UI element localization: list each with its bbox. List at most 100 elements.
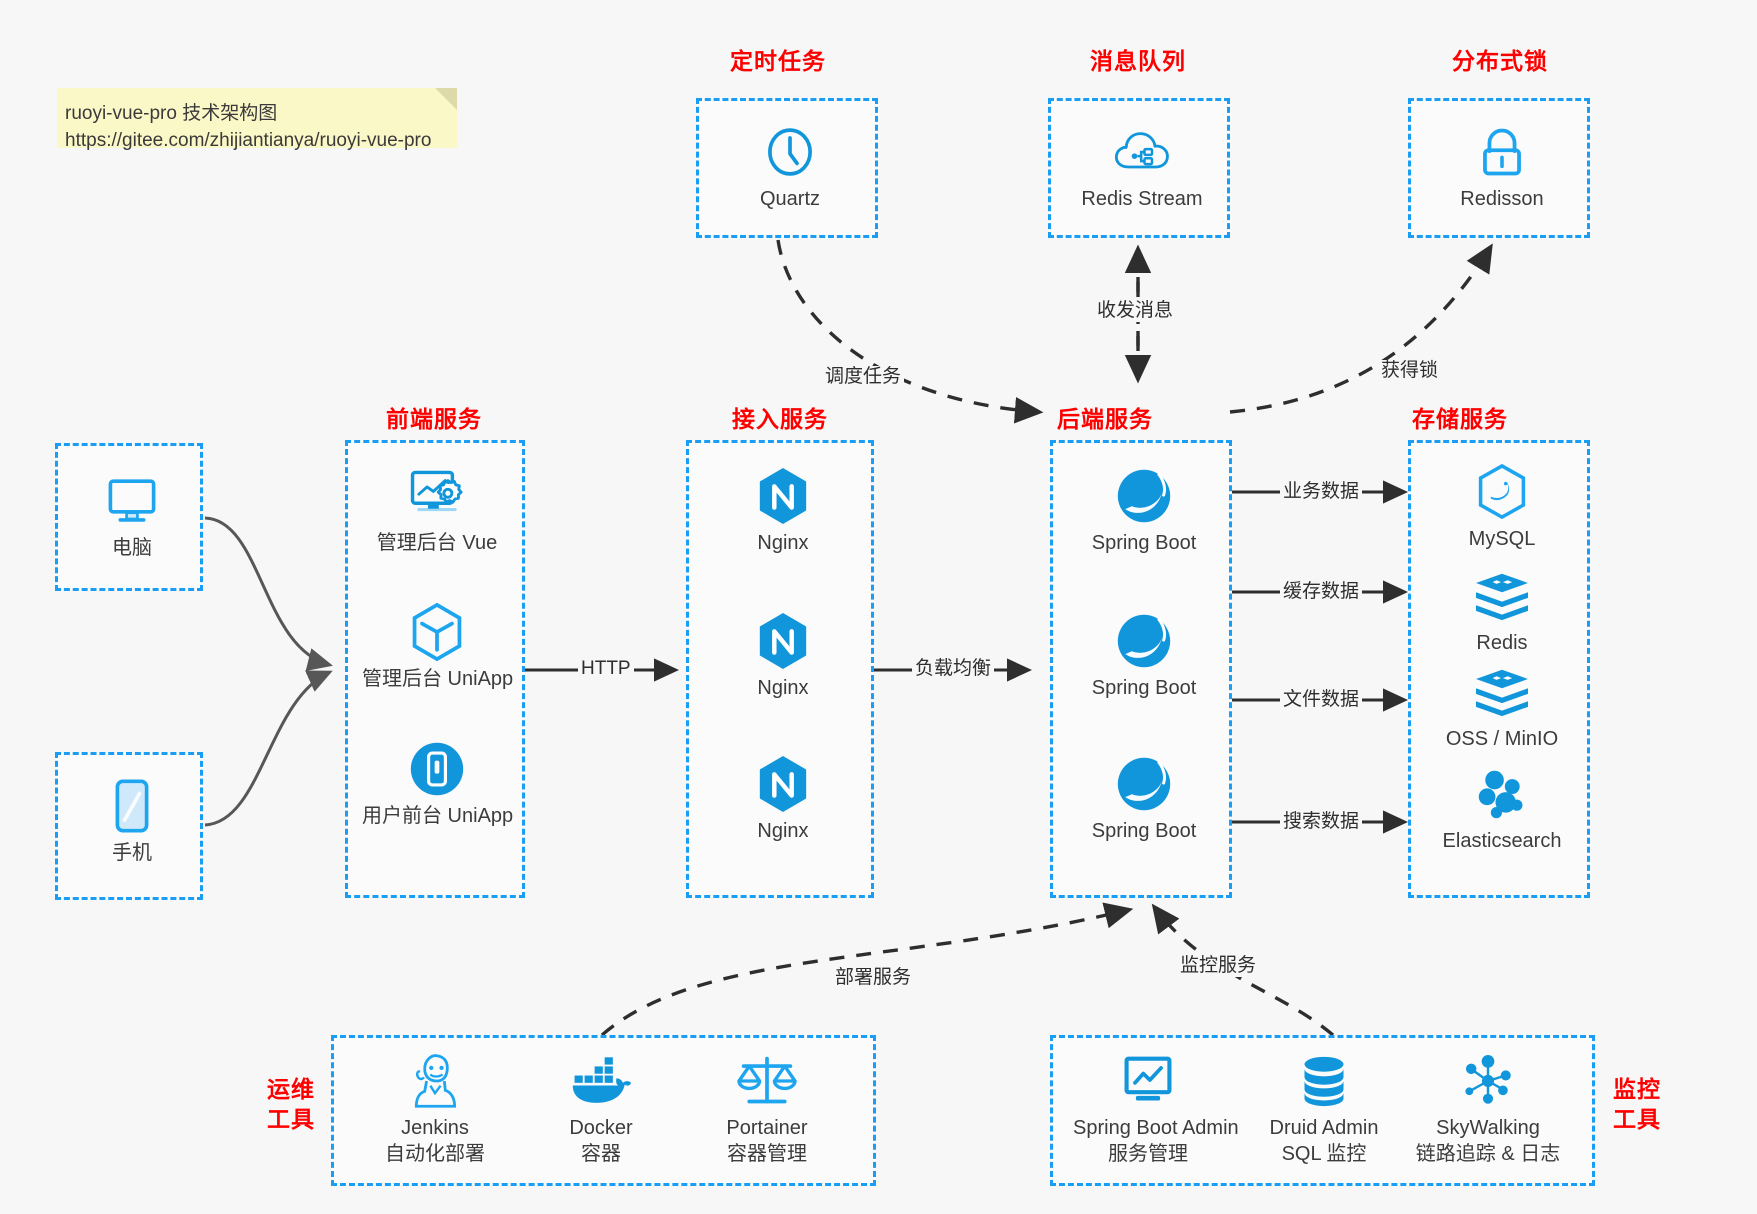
- mobile-icon: [57, 775, 207, 837]
- node-label: Redisson: [1460, 188, 1544, 210]
- edge-label-deploy: 部署服务: [832, 967, 915, 989]
- mysql-icon: [1427, 461, 1577, 523]
- client-box-mobile: 手机: [55, 752, 203, 900]
- nginx-icon: [708, 610, 858, 672]
- group-box-backend: Spring Boot Spring Boot Spring Boot: [1050, 440, 1232, 898]
- nginx-icon: [708, 753, 858, 815]
- cloud-stream-icon: [1067, 121, 1217, 183]
- group-box-scheduler: Quartz: [696, 98, 878, 238]
- node-elasticsearch[interactable]: Elasticsearch: [1427, 763, 1577, 854]
- node-quartz[interactable]: Quartz: [715, 121, 865, 212]
- node-spring-boot-1[interactable]: Spring Boot: [1069, 465, 1219, 556]
- node-label: Docker: [569, 1117, 633, 1139]
- group-title-devops-line1: 运维: [267, 1076, 315, 1102]
- group-title-devops-line2: 工具: [267, 1106, 315, 1132]
- node-portainer[interactable]: Portainer 容器管理: [692, 1050, 842, 1167]
- group-box-devops: Jenkins 自动化部署 Docker 容器: [331, 1035, 876, 1186]
- edge-acquire-lock: [1229, 243, 1493, 414]
- node-druid-admin[interactable]: Druid Admin SQL 监控: [1249, 1050, 1399, 1167]
- node-admin-vue[interactable]: 管理后台 Vue: [362, 465, 512, 556]
- edge-label-monitoring: 监控服务: [1177, 955, 1260, 977]
- node-user-uniapp[interactable]: 用户前台 UniApp: [362, 738, 514, 829]
- edge-label-file-data: 文件数据: [1280, 689, 1363, 711]
- database-icon: [1249, 1050, 1399, 1112]
- node-redisson[interactable]: Redisson: [1427, 121, 1577, 212]
- edge-label-search-data: 搜索数据: [1280, 811, 1363, 833]
- node-label: Druid Admin: [1269, 1117, 1379, 1139]
- group-box-frontend: 管理后台 Vue 管理后台 UniApp 用户前台 UniApp: [345, 440, 525, 898]
- dashboard-gear-icon: [362, 465, 512, 527]
- node-label: MySQL: [1468, 528, 1536, 550]
- node-label: 管理后台 UniApp: [362, 668, 514, 690]
- node-mobile[interactable]: 手机: [57, 775, 207, 866]
- node-spring-boot-admin[interactable]: Spring Boot Admin 服务管理: [1073, 1050, 1239, 1167]
- node-label: 用户前台 UniApp: [362, 805, 514, 827]
- node-sublabel: 容器: [581, 1143, 621, 1165]
- node-oss-minio[interactable]: OSS / MinIO: [1427, 661, 1577, 752]
- cube-icon: [362, 601, 512, 663]
- group-title-backend: 后端服务: [1057, 406, 1153, 432]
- group-title-lock: 分布式锁: [1452, 48, 1548, 74]
- node-admin-uniapp[interactable]: 管理后台 UniApp: [362, 601, 514, 692]
- node-skywalking[interactable]: SkyWalking 链路追踪 & 日志: [1413, 1050, 1563, 1167]
- group-title-monitor-line1: 监控: [1613, 1076, 1661, 1102]
- node-redis-stream[interactable]: Redis Stream: [1067, 121, 1217, 212]
- node-pc[interactable]: 电脑: [57, 470, 207, 561]
- node-label: Spring Boot: [1091, 820, 1197, 842]
- clock-icon: [715, 121, 865, 183]
- node-sublabel: 链路追踪 & 日志: [1415, 1143, 1561, 1165]
- node-redis[interactable]: Redis: [1427, 565, 1577, 656]
- group-title-scheduler: 定时任务: [730, 48, 826, 74]
- node-jenkins[interactable]: Jenkins 自动化部署: [360, 1050, 510, 1167]
- node-label: Nginx: [757, 532, 809, 554]
- node-label: SkyWalking: [1436, 1117, 1540, 1139]
- spring-boot-icon: [1069, 465, 1219, 527]
- scales-icon: [692, 1050, 842, 1112]
- redis-stack-icon: [1427, 565, 1577, 627]
- edge-label-load-balance: 负载均衡: [912, 658, 995, 680]
- group-title-mq: 消息队列: [1090, 48, 1186, 74]
- edge-mobile-to-frontend: [204, 670, 333, 827]
- node-label: 电脑: [112, 537, 152, 559]
- group-title-devops: 运维 工具: [258, 1074, 324, 1134]
- sticky-note: ruoyi-vue-pro 技术架构图 https://gitee.com/zh…: [57, 88, 457, 151]
- group-box-monitor: Spring Boot Admin 服务管理 Druid Admin SQL 监…: [1050, 1035, 1595, 1186]
- note-url: https://gitee.com/zhijiantianya/ruoyi-vu…: [65, 130, 432, 151]
- node-spring-boot-3[interactable]: Spring Boot: [1069, 753, 1219, 844]
- node-label: Spring Boot Admin: [1073, 1117, 1239, 1139]
- node-sublabel: SQL 监控: [1281, 1143, 1367, 1165]
- spring-boot-icon: [1069, 753, 1219, 815]
- phone-round-icon: [362, 738, 512, 800]
- node-nginx-1[interactable]: Nginx: [708, 465, 858, 556]
- node-label: Nginx: [757, 677, 809, 699]
- node-mysql[interactable]: MySQL: [1427, 461, 1577, 552]
- edge-label-cache-data: 缓存数据: [1280, 581, 1363, 603]
- monitor-chart-icon: [1073, 1050, 1223, 1112]
- node-spring-boot-2[interactable]: Spring Boot: [1069, 610, 1219, 701]
- edge-label-mq-messages: 收发消息: [1094, 300, 1177, 322]
- group-title-frontend: 前端服务: [386, 406, 482, 432]
- group-title-storage: 存储服务: [1412, 406, 1508, 432]
- group-title-monitor-line2: 工具: [1613, 1106, 1661, 1132]
- node-label: Redis Stream: [1081, 188, 1203, 210]
- node-label: Redis: [1476, 632, 1528, 654]
- node-sublabel: 服务管理: [1108, 1143, 1188, 1165]
- node-label: Elasticsearch: [1442, 830, 1562, 852]
- node-sublabel: 容器管理: [727, 1143, 807, 1165]
- edge-label-acquire-lock: 获得锁: [1378, 360, 1442, 382]
- edge-pc-to-frontend: [204, 516, 333, 671]
- node-label: Portainer: [726, 1117, 808, 1139]
- group-box-gateway: Nginx Nginx Nginx: [686, 440, 874, 898]
- skywalking-icon: [1413, 1050, 1563, 1112]
- node-nginx-3[interactable]: Nginx: [708, 753, 858, 844]
- node-label: Nginx: [757, 820, 809, 842]
- node-docker[interactable]: Docker 容器: [526, 1050, 676, 1167]
- node-nginx-2[interactable]: Nginx: [708, 610, 858, 701]
- group-box-lock: Redisson: [1408, 98, 1590, 238]
- node-label: Jenkins: [401, 1117, 469, 1139]
- oss-stack-icon: [1427, 661, 1577, 723]
- desktop-icon: [57, 470, 207, 532]
- node-label: Spring Boot: [1091, 532, 1197, 554]
- node-label: OSS / MinIO: [1445, 728, 1559, 750]
